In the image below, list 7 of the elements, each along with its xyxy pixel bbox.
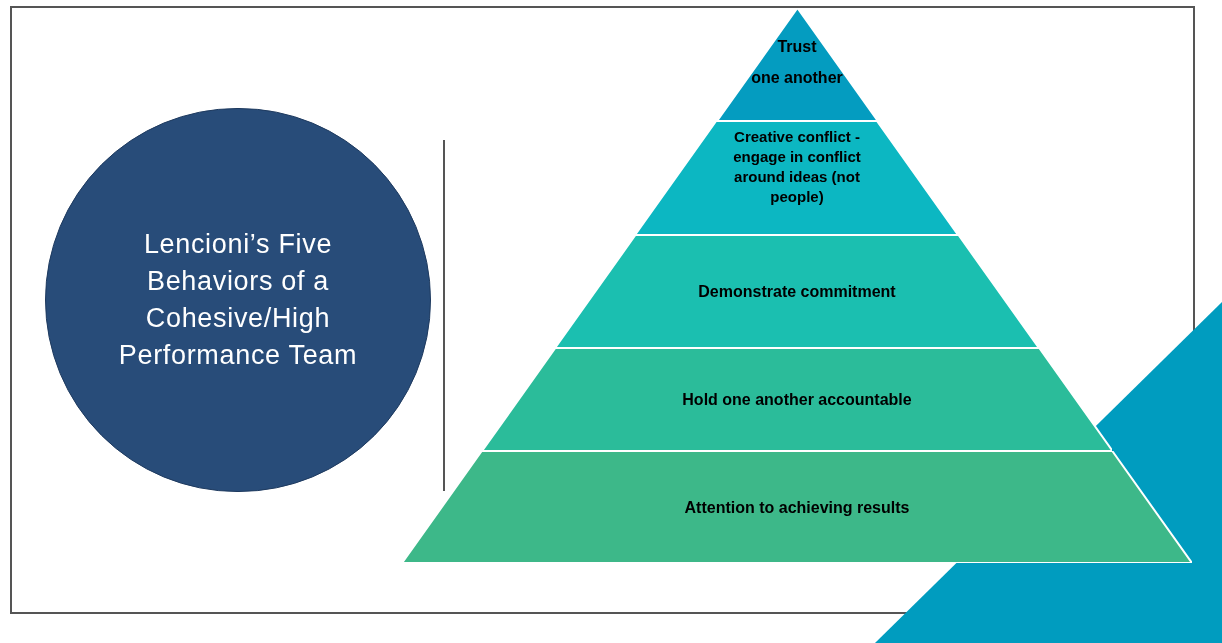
tier-label: Trust bbox=[777, 37, 817, 57]
tier-label: one another bbox=[751, 68, 843, 88]
tier-label: Creative conflict - engage in conflict around ideas (not people) bbox=[732, 127, 862, 207]
tier-label: Attention to achieving results bbox=[684, 497, 910, 518]
tier-label: Hold one another accountable bbox=[682, 390, 912, 410]
circle-title: Lencioni’s Five Behaviors of a Cohesive/High Performance Team bbox=[117, 228, 359, 372]
tier-label: Demonstrate commitment bbox=[698, 282, 896, 302]
